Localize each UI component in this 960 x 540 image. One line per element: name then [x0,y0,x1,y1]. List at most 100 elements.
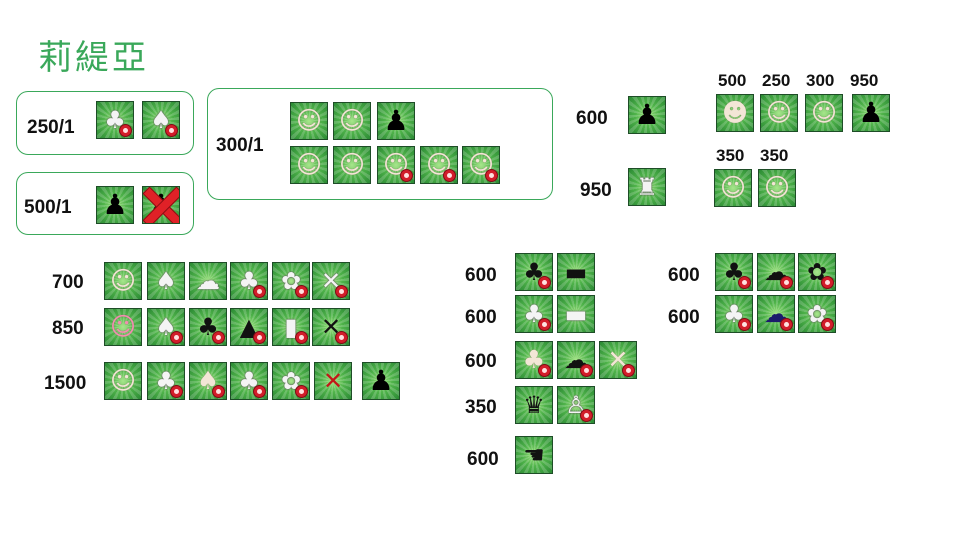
outfit-icon[interactable]: ♠ [147,308,185,346]
shoes-icon[interactable]: ✿ [798,253,836,291]
badge-icon [738,318,751,331]
weapon-icon[interactable]: ✕ [314,362,352,400]
outfit-icon[interactable]: ♣ [230,362,268,400]
price-label: 500/1 [24,197,72,218]
price-label: 350 [465,397,497,418]
outfit-icon[interactable]: ♠ [189,362,227,400]
outfit-icon[interactable]: ♣ [230,262,268,300]
dress-icon[interactable]: ♛ [515,386,553,424]
price-label: 300/1 [216,135,264,156]
badge-icon [538,318,551,331]
badge-icon [295,385,308,398]
badge-icon [485,169,498,182]
price-label: 350 [760,146,789,165]
badge-icon [335,285,348,298]
outfit-icon[interactable]: ♣ [147,362,185,400]
silhouette-icon[interactable]: ♟ [377,102,415,140]
weapon-icon[interactable]: ✕ [599,341,637,379]
price-label: 350 [716,146,745,165]
outfit-icon[interactable]: ♣ [715,295,753,333]
outfit-icon[interactable]: ♣ [96,101,134,139]
face-icon[interactable]: ☺ [714,169,752,207]
hair-icon[interactable]: ☺ [462,146,500,184]
badge-icon [170,331,183,344]
badge-icon [212,331,225,344]
badge-icon [580,364,593,377]
price-label: 250/1 [27,117,75,138]
outfit-icon[interactable]: ♣ [515,253,553,291]
skirt-icon[interactable]: ▬ [557,253,595,291]
badge-icon [780,318,793,331]
dress-icon[interactable]: ▲ [230,308,268,346]
weapon-icon[interactable]: ✕ [312,308,350,346]
outfit-icon[interactable]: ♠ [142,101,180,139]
badge-icon [335,331,348,344]
price-label: 950 [580,180,612,201]
price-label: 600 [668,307,700,328]
price-label: 600 [465,265,497,286]
price-label: 700 [52,272,84,293]
skirt-icon[interactable]: ☁ [189,262,227,300]
silhouette-icon[interactable]: ♟ [852,94,890,132]
skirt-icon[interactable]: ▬ [557,295,595,333]
weapon-icon[interactable]: ✕ [312,262,350,300]
face-icon[interactable]: ☺ [760,94,798,132]
hair-icon[interactable]: ☺ [420,146,458,184]
price-label: 1500 [44,373,87,394]
outfit-icon[interactable]: ♣ [515,341,553,379]
shoes-icon[interactable]: ✿ [272,362,310,400]
face-icon[interactable]: ☺ [805,94,843,132]
badge-icon [165,124,178,137]
badge-icon [821,276,834,289]
shoes-icon[interactable]: ✿ [272,262,310,300]
price-label: 300 [806,71,835,90]
badge-icon [212,385,225,398]
skirt-icon[interactable]: ☁ [557,341,595,379]
badge-icon [538,364,551,377]
face-icon[interactable]: ☺ [758,169,796,207]
badge-icon [253,285,266,298]
badge-icon [295,285,308,298]
group-box-300 [207,88,553,200]
price-label: 600 [467,449,499,470]
page-title: 莉緹亞 [38,38,149,78]
badge-icon [170,385,183,398]
badge-icon [580,409,593,422]
outfit-icon[interactable]: ♣ [515,295,553,333]
shoes-icon[interactable]: ✿ [798,295,836,333]
hair-icon[interactable]: ☺ [333,102,371,140]
badge-icon [443,169,456,182]
silhouette-icon[interactable]: ♟ [96,186,134,224]
silhouette-icon[interactable]: ♟ [362,362,400,400]
badge-icon [253,385,266,398]
cross-mark [143,187,179,223]
group-box-500 [16,172,194,235]
badge-icon [119,124,132,137]
badge-icon [253,331,266,344]
outfit-icon[interactable]: ♣ [189,308,227,346]
outfit-icon[interactable]: ☚ [515,436,553,474]
outfit-icon[interactable]: ☻ [716,94,754,132]
hair-icon[interactable]: ☺ [377,146,415,184]
hair-icon[interactable]: ☺ [104,362,142,400]
badge-icon [821,318,834,331]
badge-icon [295,331,308,344]
hair-icon[interactable]: ☺ [104,308,142,346]
silhouette-icon[interactable]: ♟ [628,96,666,134]
hair-icon[interactable]: ☺ [290,102,328,140]
price-label: 500 [718,71,747,90]
dress-icon[interactable]: ♙ [557,386,595,424]
hair-icon[interactable]: ☺ [104,262,142,300]
hair-icon[interactable]: ☺ [333,146,371,184]
price-label: 850 [52,318,84,339]
badge-icon [622,364,635,377]
skirt-icon[interactable]: ☁ [757,295,795,333]
hair-icon[interactable]: ☺ [290,146,328,184]
outfit-icon[interactable]: ♣ [715,253,753,291]
shoes-icon[interactable]: ▮ [272,308,310,346]
badge-icon [780,276,793,289]
furniture-icon[interactable]: ♜ [628,168,666,206]
crossed-out-icon[interactable]: ♟ [142,186,180,224]
skirt-icon[interactable]: ☁ [757,253,795,291]
outfit-icon[interactable]: ♠ [147,262,185,300]
